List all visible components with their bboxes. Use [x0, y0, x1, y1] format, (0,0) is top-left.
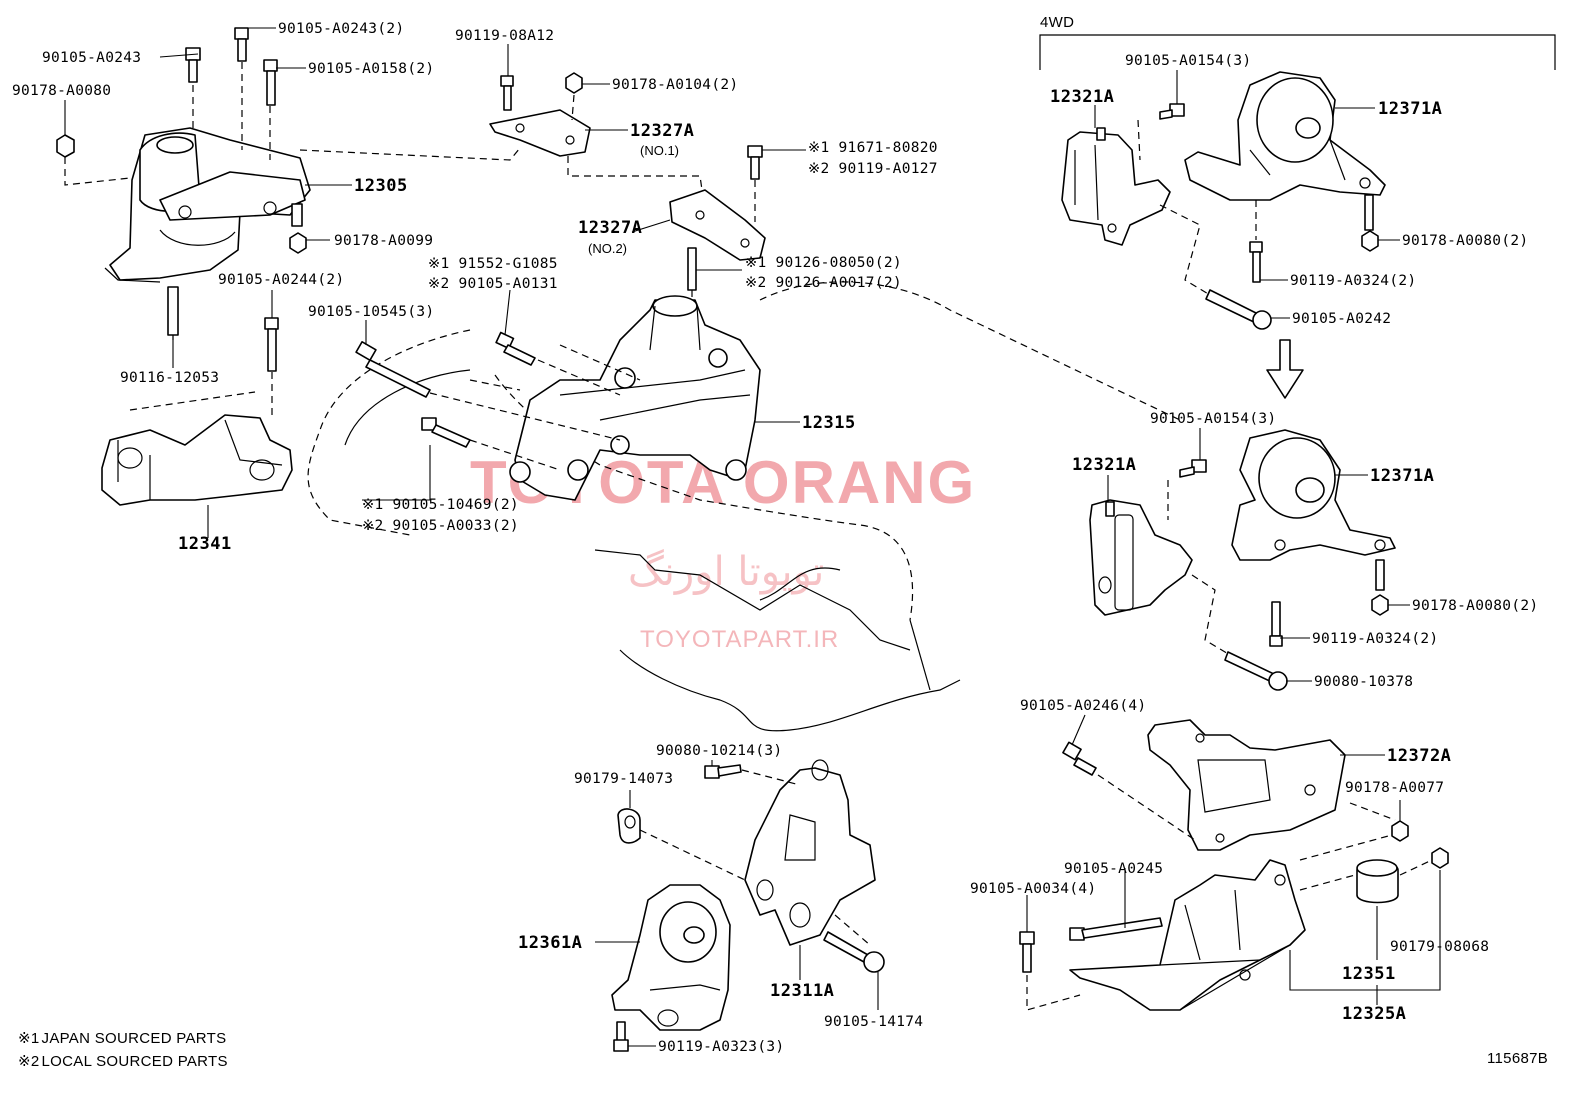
callout-label: ※1 91671-80820 [808, 140, 938, 156]
callout-label: 12315 [802, 413, 856, 433]
part-12315-bracket [509, 295, 761, 501]
callout-label: 90119-A0324(2) [1312, 631, 1438, 647]
part-12311A-bracket [704, 759, 885, 973]
callout-label: 12327A [578, 218, 642, 238]
callout-label: ※2 90105-A0131 [428, 276, 558, 292]
callout-labels: 90105-A0243(2) 90105-A0243 90105-A0158(2… [12, 14, 1538, 1055]
callout-label: 90178-A0080(2) [1412, 598, 1538, 614]
callout-label: 90105-A0245 [1064, 861, 1163, 877]
part-12305-engine-mount [104, 127, 311, 283]
4wd-bracket-line [1039, 34, 1556, 70]
bolt-group-12305 [56, 27, 307, 372]
callout-label: 12361A [518, 933, 582, 953]
part-12327A-no2-bracket [669, 145, 766, 300]
callout-label: 90105-A0246(4) [1020, 698, 1146, 714]
callout-label: 12321A [1050, 87, 1114, 107]
dash-lines-12305 [64, 62, 521, 420]
part-12341-bracket [101, 414, 293, 506]
bolts-12315 [355, 331, 641, 471]
part-12372A [1062, 719, 1346, 851]
callout-label: 90178-A0080 [12, 83, 111, 99]
part-12327A-no1-bracket [489, 72, 703, 191]
section-label-4wd: 4WD [1040, 14, 1074, 31]
drawing-code: 115687B [1487, 1050, 1548, 1067]
callout-label: 12371A [1378, 99, 1442, 119]
part-12321A-lower [1089, 459, 1207, 616]
callout-label: 90105-A0242 [1292, 311, 1391, 327]
part-12371A-upper [1159, 71, 1386, 330]
callout-label: 90105-A0154(3) [1125, 53, 1251, 69]
callout-label: 90116-12053 [120, 370, 219, 386]
watermark-persian: تویوتا اورنگ [628, 549, 824, 595]
part-12325A-bracket [1019, 802, 1449, 1011]
callout-label: 12325A [1342, 1004, 1406, 1024]
engine-outline [307, 281, 1181, 732]
callout-label: ※2 90119-A0127 [808, 161, 938, 177]
part-12371A-lower [1191, 429, 1396, 691]
callout-label: 90119-08A12 [455, 28, 554, 44]
callout-label: 90179-08068 [1390, 939, 1489, 955]
callout-label: 90119-A0324(2) [1290, 273, 1416, 289]
callout-label: ※1 90105-10469(2) [362, 497, 519, 513]
callout-label: 12372A [1387, 746, 1451, 766]
callout-label: 12327A [630, 121, 694, 141]
callout-label: ※2 90105-A0033(2) [362, 518, 519, 534]
callout-label: 90178-A0080(2) [1402, 233, 1528, 249]
leader-lines [64, 27, 1441, 1047]
callout-label: 12341 [178, 534, 232, 554]
callout-label: 12305 [354, 176, 408, 196]
callout-label: 12311A [770, 981, 834, 1001]
callout-label: 90105-14174 [824, 1014, 923, 1030]
callout-label: ※1 91552-G1085 [428, 256, 558, 272]
callout-label: 90080-10378 [1314, 674, 1413, 690]
callout-label: ※2 90126-A0017(2) [745, 275, 902, 291]
callout-label: (NO.1) [640, 143, 679, 158]
callout-label: 90178-A0077 [1345, 780, 1444, 796]
callout-label: 90179-14073 [574, 771, 673, 787]
callout-label: 90105-A0244(2) [218, 272, 344, 288]
callout-label: 90105-A0243(2) [278, 21, 404, 37]
callout-label: 90105-A0243 [42, 50, 141, 66]
callout-label: 90080-10214(3) [656, 743, 782, 759]
callout-label: 12371A [1370, 466, 1434, 486]
callout-label: (NO.2) [588, 241, 627, 256]
callout-label: 90105-A0158(2) [308, 61, 434, 77]
callout-label: 90105-10545(3) [308, 304, 434, 320]
callout-label: 12351 [1342, 964, 1396, 984]
callout-label: 90119-A0323(3) [658, 1039, 784, 1055]
callout-label: 90105-A0034(4) [970, 881, 1096, 897]
watermark-site: TOYOTAPART.IR [640, 626, 839, 653]
part-12361A-mount [611, 808, 746, 1052]
callout-label: 90105-A0154(3) [1150, 411, 1276, 427]
callout-label: 90178-A0099 [334, 233, 433, 249]
callout-label: 12321A [1072, 455, 1136, 475]
part-12321A-upper [1061, 103, 1185, 246]
arrow-down-icon [1266, 339, 1304, 399]
callout-label: 90178-A0104(2) [612, 77, 738, 93]
callout-label: ※1 90126-08050(2) [745, 255, 902, 271]
